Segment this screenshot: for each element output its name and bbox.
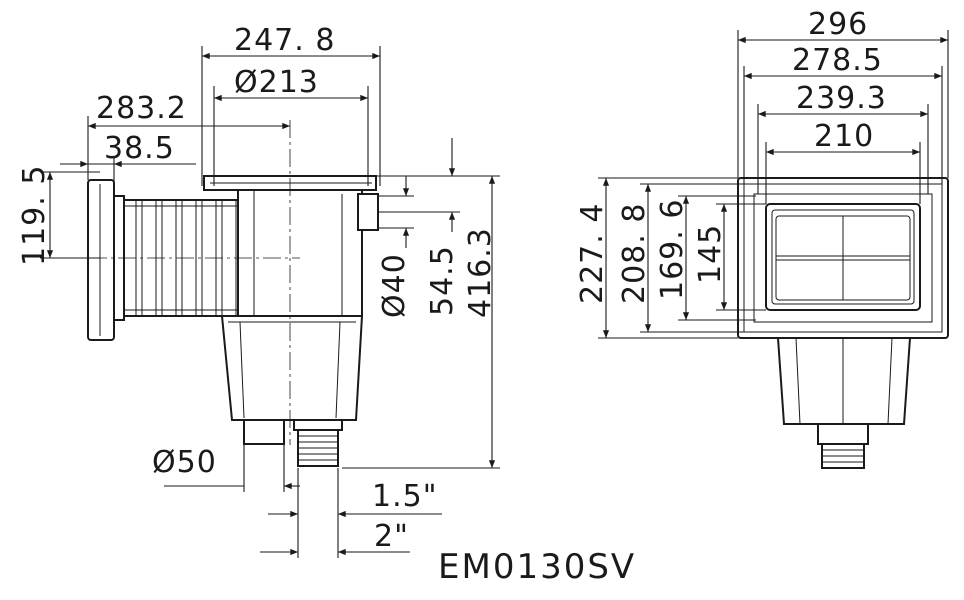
dim-width-top: 247. 8 [234,23,335,58]
dim-total-height: 416.3 [463,227,498,318]
side-body-upper [237,189,363,317]
side-outlet-neck [293,419,343,431]
dim-depth-total: 283.2 [96,91,187,126]
front-basket [776,337,912,425]
dim-front-height-2: 208. 8 [617,203,652,304]
front-outlet-neck [817,423,869,445]
dim-front-width-3: 239.3 [796,81,887,116]
dim-diameter-bottom: Ø50 [152,445,217,480]
front-view: 296 278.5 239.3 210 227. 4 208. 8 169. 6 [575,7,949,469]
dim-diameter-opening: Ø213 [234,65,319,100]
dim-flange-depth: 38.5 [104,131,175,166]
side-foot [243,419,285,445]
dim-thread-2: 2" [374,519,409,554]
side-basket [220,315,364,421]
model-code: EM0130SV [438,547,636,587]
dim-front-width-2: 278.5 [792,43,883,78]
dim-diameter-outlet: Ø40 [377,253,412,318]
side-view: 247. 8 Ø213 283.2 38.5 119. 5 Ø40 54.5 [17,23,500,558]
dim-front-height-4: 145 [693,224,728,284]
side-outlet-stub [357,193,379,231]
dim-outlet-height: 54.5 [425,245,460,316]
side-flange [87,179,115,341]
dim-thread-1: 1.5" [372,479,438,514]
dim-flange-height: 119. 5 [17,165,52,266]
dim-front-width-4: 210 [814,119,874,154]
dim-front-height-3: 169. 6 [655,199,690,300]
dim-front-height-1: 227. 4 [575,203,610,304]
dim-front-width-1: 296 [808,7,868,42]
